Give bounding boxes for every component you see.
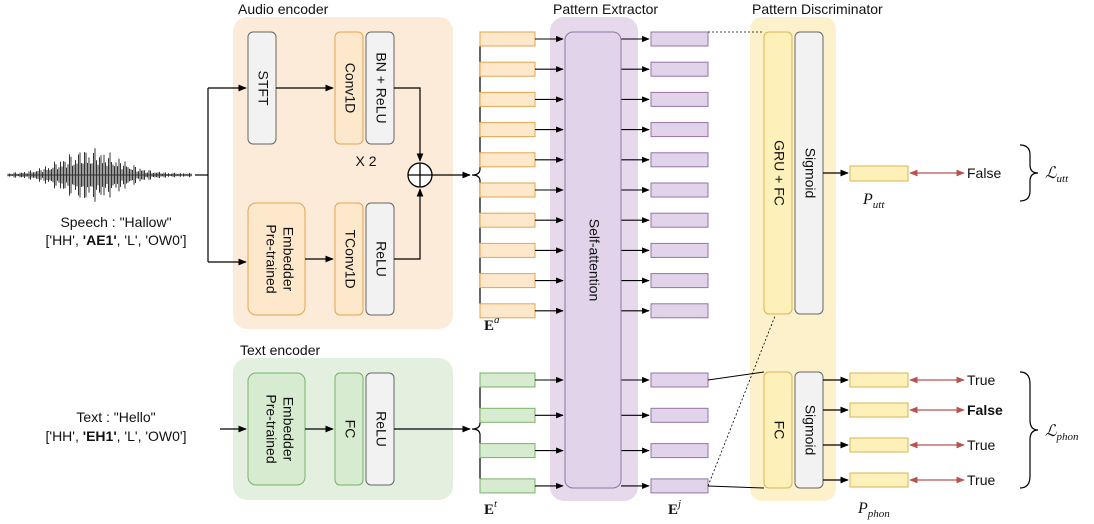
text-embedding-bar-4 bbox=[479, 478, 536, 494]
utt-sigmoid-label: Sigmoid bbox=[802, 148, 818, 199]
embedding-layer bbox=[471, 31, 709, 494]
audio-embedding-bar-1 bbox=[479, 31, 536, 47]
p-utt-label: Putt bbox=[862, 191, 885, 211]
phon-fc-block bbox=[763, 371, 793, 489]
joint-embedding-bar-audio-1 bbox=[650, 31, 709, 47]
audio-connections bbox=[195, 84, 471, 266]
e-a-label: Ea bbox=[484, 314, 500, 334]
text-phonemes: ['HH', 'EH1', 'L', 'OW0'] bbox=[46, 428, 187, 444]
sum-node bbox=[407, 162, 433, 188]
text-embedding-bar-3 bbox=[479, 443, 536, 459]
speech-phonemes: ['HH', 'AE1', 'L', 'OW0'] bbox=[46, 232, 187, 248]
tconv1d-block bbox=[334, 202, 364, 316]
p-phon-bar-4 bbox=[849, 472, 909, 488]
tconv1d-label: TConv1D bbox=[342, 229, 358, 288]
audio-encoder-title: Audio encoder bbox=[238, 1, 329, 17]
phon-fc-label: FC bbox=[771, 421, 787, 440]
utt-output: False bbox=[823, 165, 1001, 182]
pattern-extractor-title: Pattern Extractor bbox=[553, 1, 658, 17]
joint-embedding-bar-text-2 bbox=[650, 407, 709, 423]
p-phon-label: Pphon bbox=[857, 500, 890, 520]
p-utt-bar bbox=[849, 165, 909, 182]
audio-embedding-bar-6 bbox=[479, 182, 536, 198]
phon-sigmoid-block bbox=[794, 371, 824, 489]
audio-embedding-bar-9 bbox=[479, 273, 536, 289]
text-embedder-label-1: Pre-trained bbox=[263, 394, 279, 463]
text-embedding-bar-2 bbox=[479, 407, 536, 423]
audio-embedding-bar-4 bbox=[479, 122, 536, 138]
audio-embedding-bar-10 bbox=[479, 303, 536, 319]
joint-embedding-bar-audio-2 bbox=[650, 61, 709, 77]
text-fc-label: FC bbox=[342, 420, 358, 439]
conv1d-label: Conv1D bbox=[342, 63, 358, 114]
joint-embedding-bar-audio-7 bbox=[650, 212, 709, 228]
joint-embedding-bar-text-3 bbox=[650, 443, 709, 459]
audio-embedding-bar-5 bbox=[479, 152, 536, 168]
p-phon-bar-3 bbox=[849, 437, 909, 453]
audio-embedding-bar-3 bbox=[479, 91, 536, 107]
joint-embedding-bar-audio-4 bbox=[650, 122, 709, 138]
audio-embedding-bar-7 bbox=[479, 212, 536, 228]
text-embedder-label-2: Embedder bbox=[280, 397, 296, 462]
joint-embedding-bar-text-1 bbox=[650, 372, 709, 388]
joint-embedding-bar-audio-9 bbox=[650, 273, 709, 289]
utt-result: False bbox=[967, 165, 1001, 181]
p-phon-bar-1 bbox=[849, 372, 909, 388]
phon-result-4: True bbox=[967, 472, 995, 488]
conv1d-block bbox=[334, 31, 364, 145]
joint-embedding-bar-audio-5 bbox=[650, 152, 709, 168]
joint-embedding-bar-audio-6 bbox=[650, 182, 709, 198]
joint-embedding-bar-text-4 bbox=[650, 478, 709, 494]
e-t-label: Et bbox=[484, 498, 498, 518]
phon-result-2: False bbox=[967, 402, 1003, 418]
stft-label: STFT bbox=[255, 71, 271, 106]
joint-embedding-bar-audio-10 bbox=[650, 303, 709, 319]
gru-fc-block bbox=[763, 31, 793, 315]
text-relu-label: ReLU bbox=[373, 411, 389, 447]
e-j-label: Ej bbox=[668, 498, 681, 518]
phon-connectors bbox=[707, 371, 765, 489]
text-embedding-bar-1 bbox=[479, 372, 536, 388]
text-label: Text : "Hello" bbox=[76, 409, 155, 425]
speech-label: Speech : "Hallow" bbox=[60, 214, 171, 230]
text-encoder-title: Text encoder bbox=[240, 342, 320, 358]
brace bbox=[471, 379, 487, 487]
audio-embedder-label-1: Pre-trained bbox=[263, 224, 279, 293]
gru-fc-label: GRU + FC bbox=[771, 140, 787, 206]
joint-embedding-bar-audio-8 bbox=[650, 242, 709, 258]
brace bbox=[471, 38, 487, 312]
audio-embedding-bar-2 bbox=[479, 61, 536, 77]
audio-embedding-bar-8 bbox=[479, 242, 536, 258]
text-fc-block bbox=[334, 372, 364, 486]
phon-sigmoid-label: Sigmoid bbox=[802, 405, 818, 456]
pattern-discriminator-title: Pattern Discriminator bbox=[752, 1, 883, 17]
loss-utt-label: ℒutt bbox=[1045, 165, 1069, 185]
p-phon-bar-2 bbox=[849, 402, 909, 418]
phon-result-3: True bbox=[967, 437, 995, 453]
phon-result-1: True bbox=[967, 372, 995, 388]
self-attention-block bbox=[564, 31, 622, 489]
loss-braces bbox=[1019, 144, 1039, 489]
bn-relu-label: BN + ReLU bbox=[373, 52, 389, 123]
speech-waveform bbox=[7, 148, 192, 202]
self-attention-label: Self-attention bbox=[586, 219, 602, 302]
audio-relu-label: ReLU bbox=[373, 241, 389, 277]
joint-embedding-bar-audio-3 bbox=[650, 91, 709, 107]
loss-phon-label: ℒphon bbox=[1045, 423, 1079, 443]
audio-embedder-label-2: Embedder bbox=[280, 227, 296, 292]
repeat-label: X 2 bbox=[355, 153, 376, 169]
dashed-connectors bbox=[707, 31, 776, 487]
